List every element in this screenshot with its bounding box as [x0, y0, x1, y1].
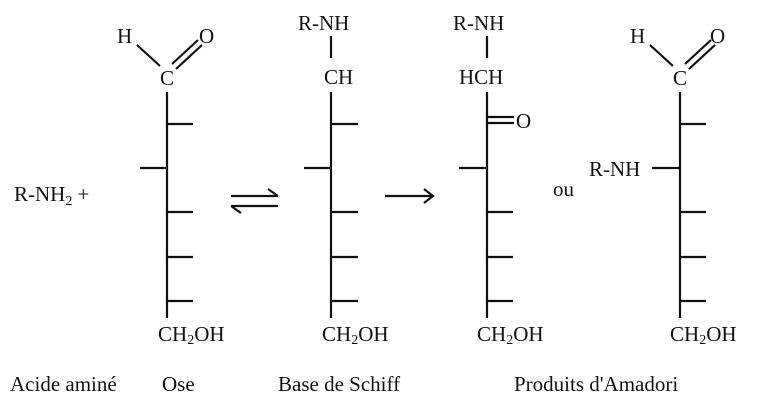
ose-structure: H O C CH2OH [117, 24, 225, 348]
label-ose: Ose [162, 372, 195, 396]
amadori1-hch: HCH [459, 65, 503, 89]
ose-ch2oh: CH2OH [158, 322, 225, 348]
amadori-product-2: H O C R-NH CH2OH [589, 24, 737, 348]
label-amadori: Produits d'Amadori [514, 372, 678, 396]
schiff-base-structure: R-NH CH CH2OH [298, 11, 389, 348]
amadori1-o: O [516, 109, 531, 133]
label-amino-acid: Acide aminé [10, 372, 117, 396]
label-schiff-base: Base de Schiff [278, 372, 400, 396]
ose-h: H [117, 24, 132, 48]
amadori2-o: O [710, 24, 725, 48]
schiff-rnh: R-NH [298, 11, 349, 35]
amadori2-h: H [630, 24, 645, 48]
ose-o: O [199, 24, 214, 48]
forward-arrow [385, 188, 435, 204]
amadori2-c: C [673, 66, 687, 90]
schiff-ch: CH [324, 65, 353, 89]
amadori2-ch2oh: CH2OH [670, 322, 737, 348]
or-label: ou [553, 177, 575, 201]
amadori2-rnh: R-NH [589, 157, 640, 181]
amadori-product-1: R-NH HCH O CH2OH [453, 11, 544, 348]
amadori1-rnh: R-NH [453, 11, 504, 35]
ose-c: C [160, 66, 174, 90]
equilibrium-arrow [230, 188, 279, 214]
schiff-ch2oh: CH2OH [322, 322, 389, 348]
amadori1-ch2oh: CH2OH [477, 322, 544, 348]
amine-formula: R-NH2+ [14, 182, 89, 209]
